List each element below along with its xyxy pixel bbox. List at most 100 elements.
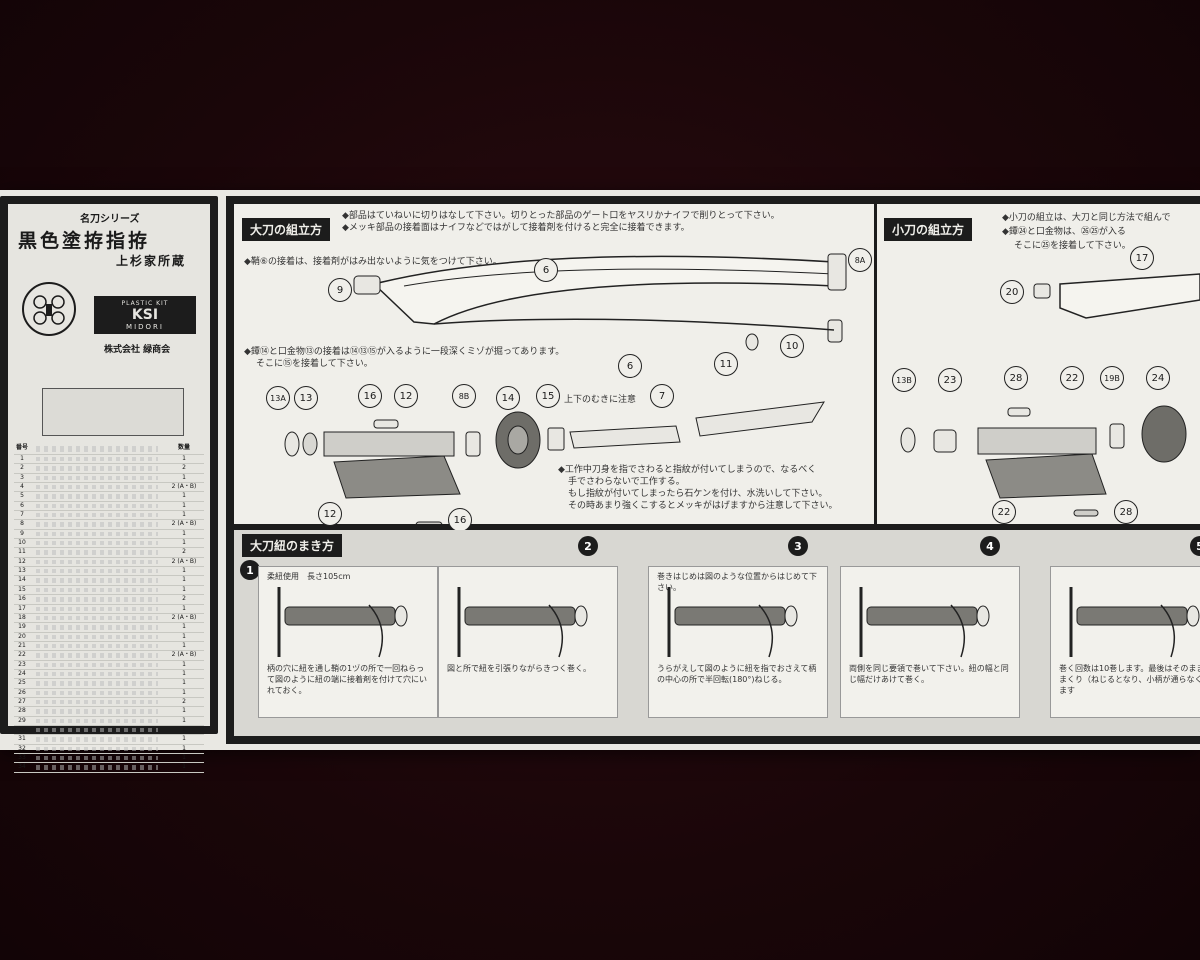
wrap-step-caption: うらがえして図のように紐を指でおさえて柄の中心の所で半回転(180°)ねじる。 (657, 664, 817, 684)
daito-part-8a: 8A (848, 248, 872, 272)
part-name (36, 727, 158, 733)
part-quantity: 1 (182, 725, 186, 733)
part-number: 30 (18, 725, 26, 733)
daito-part-12b: 12 (318, 502, 342, 526)
part-quantity: 1 (182, 492, 186, 500)
part-name (36, 681, 158, 686)
part-quantity: 1 (182, 604, 186, 612)
daito-note-2: ◆メッキ部品の接着面はナイフなどではがして接着剤を付けると完全に接着できます。 (342, 223, 690, 233)
part-quantity: 1 (182, 632, 186, 640)
wrap-step-caption: 巻く回数は10巻します。最後はそのままでまくり（ねじるとなり、小柄が通らなくなり… (1059, 664, 1200, 695)
part-quantity: 2 (182, 697, 186, 705)
shoto-part-22b: 22 (992, 500, 1016, 524)
part-quantity: 2 (A・B) (171, 483, 197, 491)
part-number: 3 (20, 473, 24, 481)
shoto-part-24: 24 (1146, 366, 1170, 390)
notice-box (42, 388, 184, 436)
part-name (36, 559, 158, 565)
part-quantity: 2 (A・B) (171, 613, 197, 621)
instructions-panel: 大刀の組立方 ◆部品はていねいに切りはなして下さい。切りとった部品のゲート口をヤ… (226, 196, 1200, 744)
parts-row: 17 1 (14, 605, 204, 614)
part-quantity: 1 (182, 585, 186, 593)
part-number: 22 (18, 651, 26, 659)
part-quantity: 1 (182, 763, 186, 771)
part-number: 15 (18, 585, 26, 593)
part-name (36, 718, 158, 723)
part-number: 18 (18, 613, 26, 621)
part-name (36, 597, 158, 602)
wrap-step-illustration (859, 587, 990, 658)
owner-text: 上杉家所蔵 (116, 254, 187, 268)
part-quantity: 1 (182, 529, 186, 537)
wrap-step-illustration (1069, 587, 1200, 658)
part-name (36, 765, 158, 770)
part-quantity: 1 (182, 576, 186, 584)
part-quantity: 2 (182, 548, 186, 556)
daito-part-14: 14 (496, 386, 520, 410)
part-name (36, 485, 158, 490)
logo-top: PLASTIC KIT (121, 299, 169, 307)
daito-part-16: 16 (358, 384, 382, 408)
wrap-step-number: 1 (240, 560, 260, 580)
series-name: 名刀シリーズ (80, 214, 140, 225)
part-quantity: 1 (182, 754, 186, 761)
part-number: 17 (18, 604, 26, 612)
wrap-step-number: 2 (578, 536, 598, 556)
parts-row: 19 1 (14, 623, 204, 633)
wrap-step-caption: 柄の穴に紐を通し鞘の1ヅの所で一回ねらって図のように紐の端に接着剤を付けて穴にい… (267, 664, 427, 695)
part-name (36, 615, 158, 621)
daito-label: 大刀の組立方 (242, 218, 331, 241)
shoto-part-17: 17 (1130, 246, 1154, 270)
part-number: 32 (18, 744, 26, 752)
part-number: 23 (18, 660, 26, 668)
part-quantity: 1 (182, 567, 186, 575)
part-number: 4 (20, 483, 24, 491)
part-name (36, 466, 158, 471)
part-number: 10 (18, 539, 26, 547)
part-number: 28 (18, 707, 26, 715)
logo-bottom: MIDORI (126, 322, 164, 331)
part-quantity: 1 (182, 716, 186, 724)
part-name (36, 625, 158, 630)
part-number: 2 (20, 464, 24, 472)
part-number: 29 (18, 716, 26, 724)
part-name (36, 606, 158, 611)
wrap-step-number: 5 (1190, 536, 1200, 556)
part-number: 8 (20, 520, 24, 528)
part-name (36, 522, 158, 527)
daito-note-5c: もし指紋が付いてしまったら石ケンを付け、水洗いして下さい。 (568, 489, 828, 499)
part-quantity: 1 (182, 641, 186, 649)
part-quantity: 1 (182, 473, 186, 481)
part-name (36, 503, 158, 509)
family-crest-icon (22, 282, 76, 336)
shoto-part-28b: 28 (1114, 500, 1138, 524)
part-number: 26 (18, 688, 26, 696)
part-number: 19 (18, 623, 26, 631)
part-number: 13 (18, 567, 26, 575)
daito-note-4b: そこに⑮を接着して下さい。 (256, 359, 373, 369)
part-quantity: 1 (182, 623, 186, 631)
shoto-part-22: 22 (1060, 366, 1084, 390)
part-name (36, 671, 158, 677)
part-name (36, 550, 158, 555)
part-name (36, 634, 158, 639)
part-name (36, 643, 158, 649)
wrap-step-caption: 図と所で紐を引張りながらきつく巻く。 (447, 664, 591, 673)
part-quantity: 1 (182, 455, 186, 462)
